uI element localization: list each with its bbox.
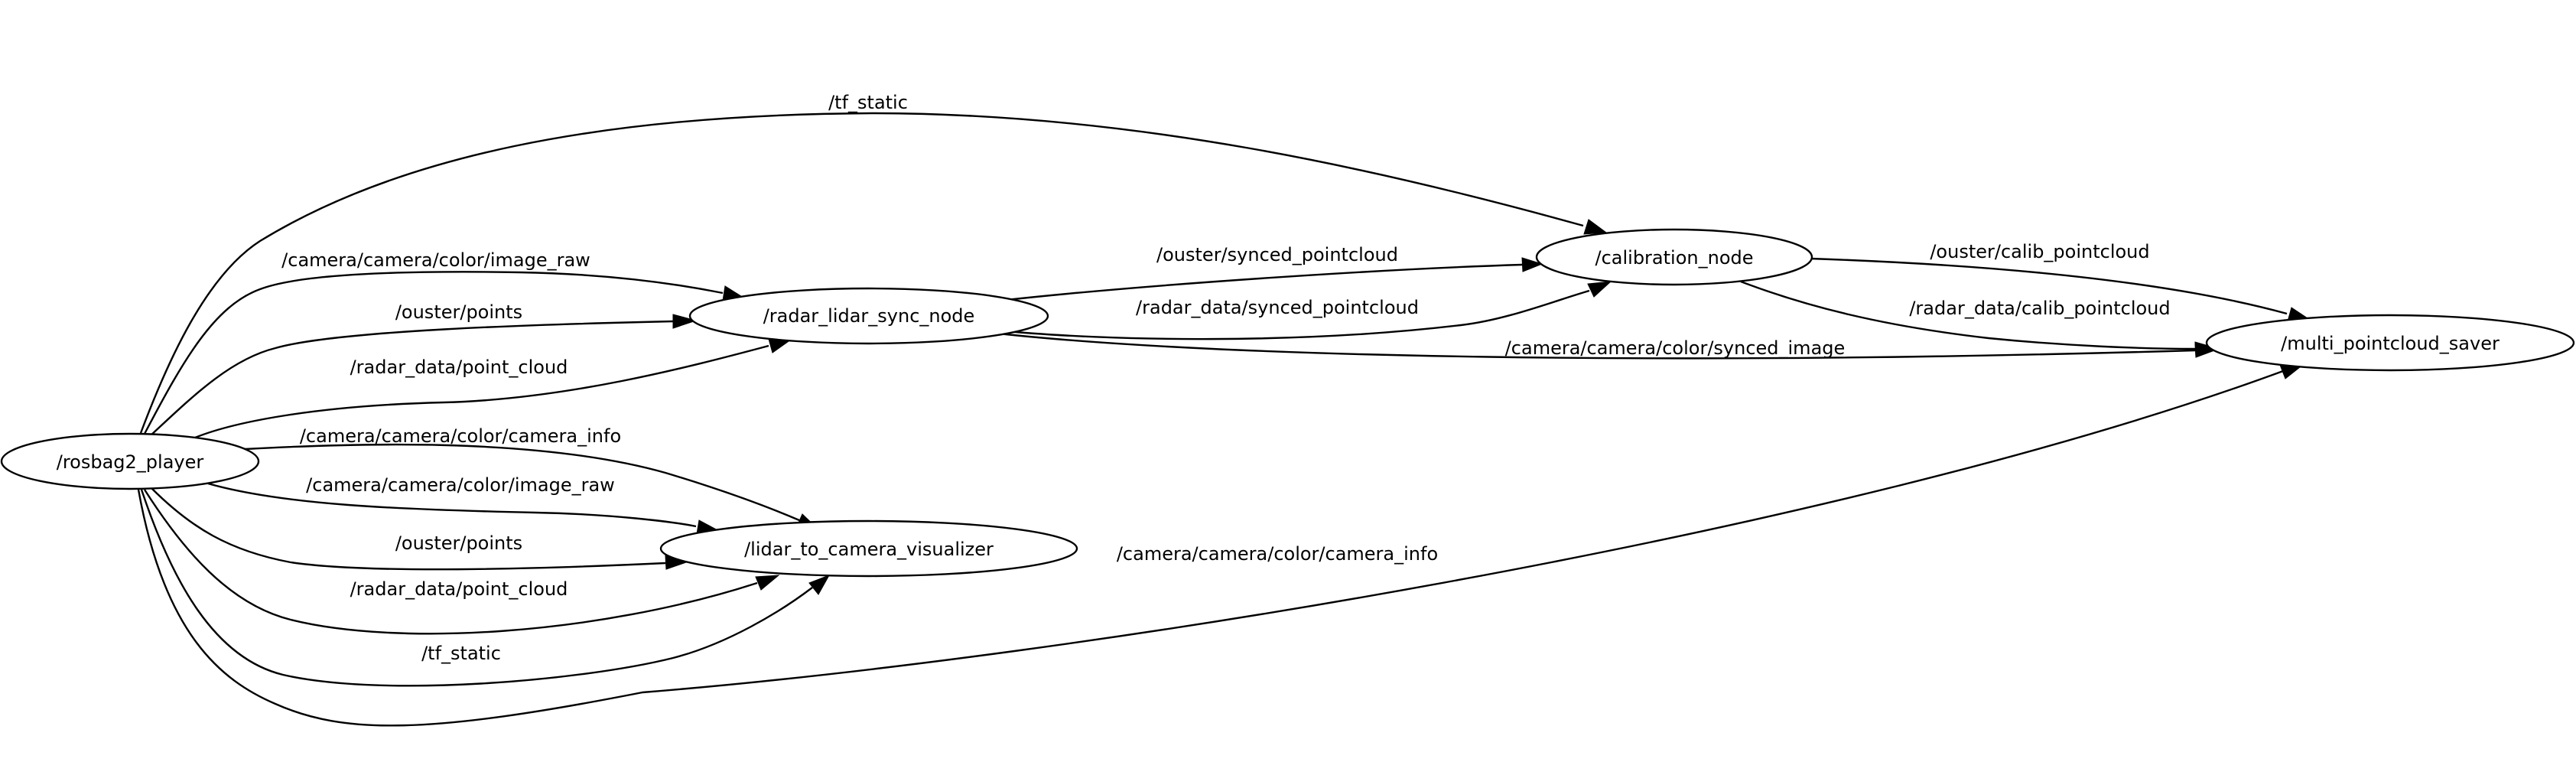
- edge-label: /radar_data/calib_pointcloud: [1909, 298, 2170, 319]
- edge-line: [151, 487, 666, 571]
- edge-label: /tf_static: [421, 643, 501, 664]
- node-rosbag2-player[interactable]: /rosbag2_player: [0, 432, 260, 490]
- edge-label: /camera/camera/color/camera_info: [1117, 543, 1438, 565]
- node-label: /multi_pointcloud_saver: [2281, 333, 2500, 354]
- edge-line: [244, 443, 800, 522]
- edge: /camera/camera/color/image_raw: [143, 249, 745, 435]
- edge-line: [1740, 280, 2196, 350]
- edge-label: /ouster/calib_pointcloud: [1930, 241, 2149, 262]
- arrowhead: [2194, 341, 2218, 357]
- node-ellipse: [0, 432, 260, 490]
- node-ellipse: [1535, 228, 1813, 286]
- edge: /ouster/synced_pointcloud: [1006, 244, 1543, 301]
- node-ellipse: [2205, 314, 2575, 372]
- edge-line: [998, 289, 1590, 340]
- edge: /ouster/calib_pointcloud: [1810, 241, 2311, 322]
- edge-label: /tf_static: [828, 92, 908, 113]
- edge-line: [194, 344, 769, 439]
- edge: /radar_data/point_cloud: [143, 489, 780, 635]
- edge-label: /radar_data/point_cloud: [350, 357, 568, 378]
- arrowhead: [808, 575, 831, 595]
- edge: /camera/camera/color/camera_info: [244, 425, 820, 530]
- edge-line: [143, 489, 758, 635]
- edge-line: [137, 370, 2284, 727]
- arrowhead: [755, 575, 780, 591]
- edge: /camera/camera/color/camera_info: [137, 363, 2305, 727]
- edge-line: [149, 320, 674, 437]
- edge-label: /camera/camera/color/synced_image: [1505, 337, 1846, 359]
- node-label: /lidar_to_camera_visualizer: [744, 539, 994, 560]
- arrowhead: [1521, 257, 1543, 272]
- edge: /ouster/points: [149, 301, 698, 437]
- node-ellipse: [659, 519, 1078, 578]
- node-radar-lidar-sync-node[interactable]: /radar_lidar_sync_node: [688, 287, 1049, 345]
- edge-label: /radar_data/point_cloud: [350, 578, 568, 600]
- node-label: /calibration_node: [1595, 247, 1754, 269]
- edge-label: /radar_data/synced_pointcloud: [1136, 297, 1419, 318]
- node-calibration-node[interactable]: /calibration_node: [1535, 228, 1813, 286]
- edge: /ouster/points: [151, 487, 690, 571]
- edge-label: /camera/camera/color/camera_info: [300, 425, 621, 447]
- node-ellipse: [688, 287, 1049, 345]
- arrowhead: [672, 314, 698, 329]
- edge: /camera/camera/color/synced_image: [998, 332, 2218, 360]
- edge: /tf_static: [139, 92, 1608, 434]
- edge: /camera/camera/color/image_raw: [207, 474, 720, 535]
- edge-line: [998, 332, 2196, 360]
- edge-label: /ouster/points: [395, 301, 522, 323]
- edge: /radar_data/point_cloud: [194, 338, 792, 439]
- node-label: /rosbag2_player: [57, 451, 204, 473]
- edge-label: /ouster/synced_pointcloud: [1156, 244, 1398, 265]
- node-multi-pointcloud-saver[interactable]: /multi_pointcloud_saver: [2205, 314, 2575, 372]
- edge-label: /ouster/points: [395, 532, 522, 554]
- edge-line: [207, 482, 697, 528]
- edge-label: /camera/camera/color/image_raw: [281, 249, 590, 271]
- node-label: /radar_lidar_sync_node: [763, 305, 975, 327]
- node-lidar-to-camera-visualizer[interactable]: /lidar_to_camera_visualizer: [659, 519, 1078, 578]
- edge-line: [1810, 257, 2288, 315]
- edge-line: [143, 271, 724, 435]
- edge-line: [1006, 263, 1523, 301]
- arrowhead: [1587, 281, 1612, 298]
- edge: /tf_static: [140, 489, 831, 687]
- edge-label: /camera/camera/color/image_raw: [306, 474, 615, 496]
- edge: /radar_data/calib_pointcloud: [1740, 280, 2218, 357]
- edge-line: [139, 112, 1584, 434]
- edge-line: [140, 489, 813, 687]
- arrowhead: [1583, 219, 1608, 235]
- edge: /radar_data/synced_pointcloud: [998, 281, 1612, 340]
